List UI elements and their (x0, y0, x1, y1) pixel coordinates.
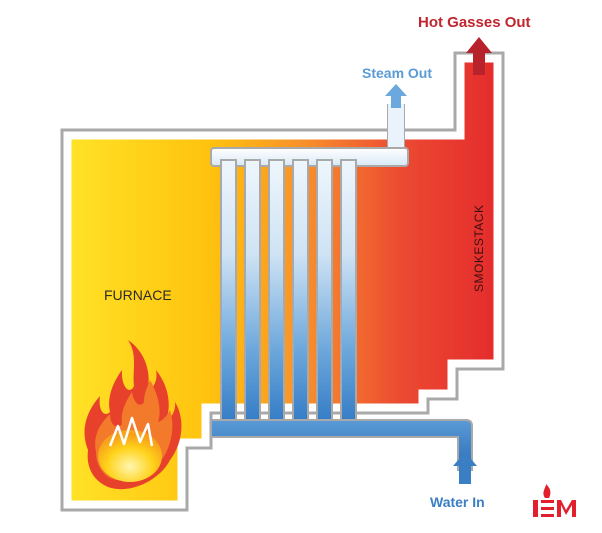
water-tube (220, 159, 237, 429)
hot-gas-arrow-icon (466, 37, 492, 75)
water-tube (244, 159, 261, 429)
water-in-arrow-icon (453, 452, 477, 484)
flame-icon (84, 340, 182, 490)
steam-arrow-icon (385, 84, 407, 108)
water-tube (316, 159, 333, 429)
water-tubes (220, 159, 357, 429)
upper-header (210, 147, 409, 167)
water-in-label: Water In (430, 494, 485, 510)
ibm-logo (533, 484, 576, 517)
furnace-label: FURNACE (104, 287, 172, 303)
smokestack-label: SMOKESTACK (472, 205, 486, 292)
lower-header (210, 419, 473, 471)
water-tube (340, 159, 357, 429)
steam-out-label: Steam Out (362, 65, 432, 81)
water-tube (292, 159, 309, 429)
water-tube (268, 159, 285, 429)
hot-gasses-out-label: Hot Gasses Out (418, 14, 531, 31)
